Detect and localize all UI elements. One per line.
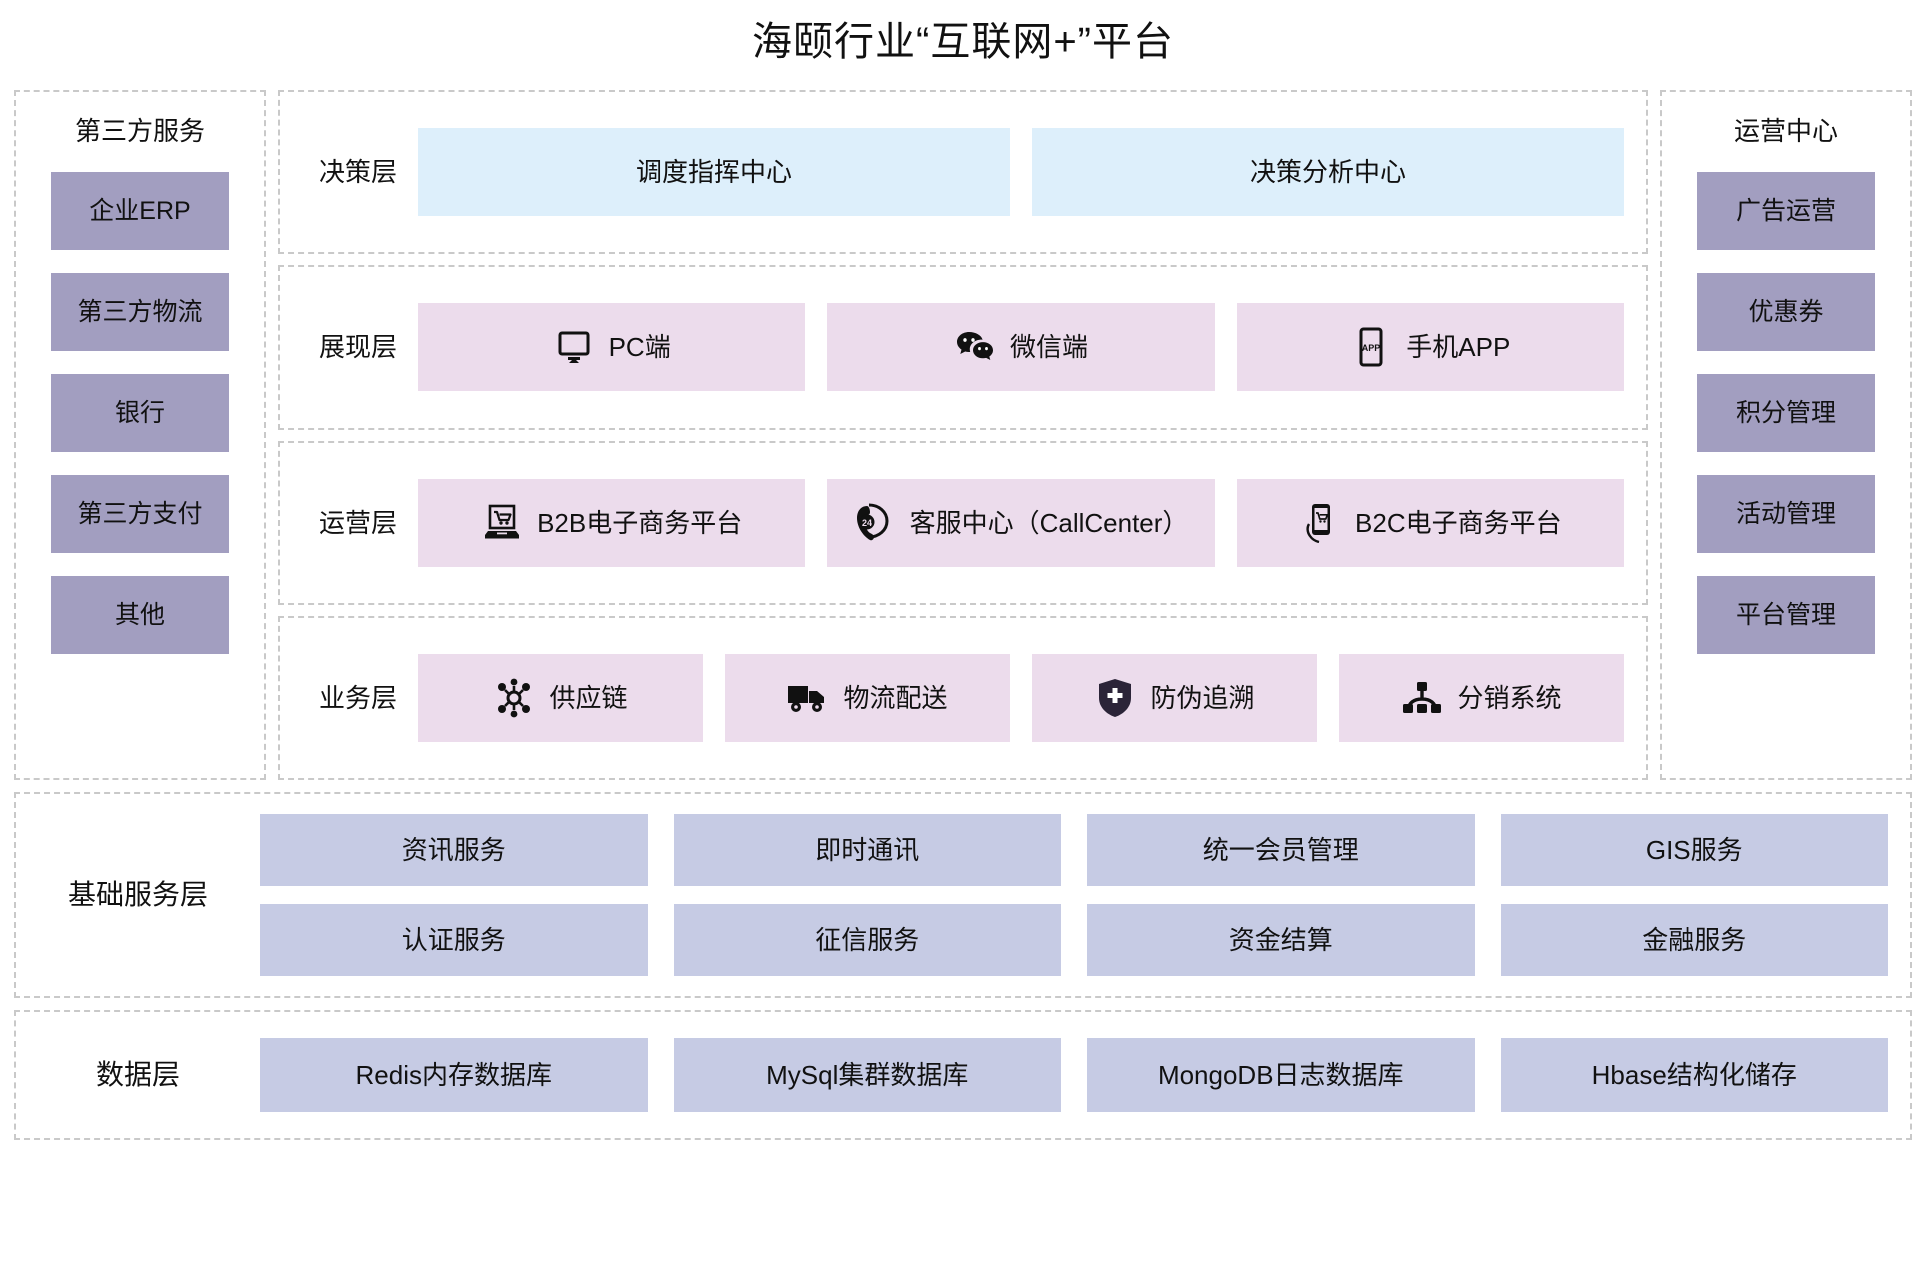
data-layer-grid: Redis内存数据库 MySql集群数据库 MongoDB日志数据库 Hbase… xyxy=(260,1038,1888,1112)
operations-center-panel: 运营中心 广告运营 优惠券 积分管理 活动管理 平台管理 xyxy=(1660,90,1912,780)
svg-text:24: 24 xyxy=(862,518,872,528)
card-label: 微信端 xyxy=(1009,332,1088,363)
third-party-services-panel: 第三方服务 企业ERP 第三方物流 银行 第三方支付 其他 xyxy=(14,90,266,780)
card-pc-client[interactable]: PC端 xyxy=(418,303,806,392)
db-hbase[interactable]: Hbase结构化储存 xyxy=(1500,1038,1888,1112)
card-b2c-platform[interactable]: B2C电子商务平台 xyxy=(1236,478,1624,567)
svc-instant-messaging[interactable]: 即时通讯 xyxy=(673,814,1061,886)
card-call-center[interactable]: 24 客服中心（CallCenter） xyxy=(827,478,1215,567)
third-party-item-other[interactable]: 其他 xyxy=(51,576,229,654)
card-label: B2C电子商务平台 xyxy=(1355,507,1562,538)
layer-operations-cards: B2B电子商务平台 24 客服中心（CallCenter） xyxy=(418,443,1624,603)
page-title: 海颐行业“互联网+”平台 xyxy=(752,20,1174,64)
layer-operations-label: 运营层 xyxy=(318,507,397,538)
svc-unified-member-management[interactable]: 统一会员管理 xyxy=(1087,814,1475,886)
wechat-icon xyxy=(954,326,996,368)
card-label: PC端 xyxy=(608,332,671,363)
card-decision-analysis-center[interactable]: 决策分析中心 xyxy=(1032,128,1624,217)
layer-presentation: 展现层 PC端 xyxy=(278,265,1648,430)
third-party-item-payment[interactable]: 第三方支付 xyxy=(51,475,229,553)
card-label: 物流配送 xyxy=(843,682,948,713)
center-layers: 决策层 调度指挥中心 决策分析中心 展现层 xyxy=(278,90,1648,780)
card-label: 调度指挥中心 xyxy=(635,157,792,188)
card-supply-chain[interactable]: 供应链 xyxy=(418,653,703,742)
distribution-tree-icon xyxy=(1401,677,1443,719)
third-party-services-list: 企业ERP 第三方物流 银行 第三方支付 其他 xyxy=(16,172,264,654)
data-layer: 数据层 Redis内存数据库 MySql集群数据库 MongoDB日志数据库 H… xyxy=(14,1010,1912,1140)
base-service-grid: 资讯服务 即时通讯 统一会员管理 GIS服务 认证服务 征信服务 资金结算 金融… xyxy=(260,814,1888,976)
data-layer-row: Redis内存数据库 MySql集群数据库 MongoDB日志数据库 Hbase… xyxy=(260,1038,1888,1112)
svc-gis-service[interactable]: GIS服务 xyxy=(1500,814,1888,886)
svc-financial-service[interactable]: 金融服务 xyxy=(1500,904,1888,976)
card-dispatch-command-center[interactable]: 调度指挥中心 xyxy=(418,128,1010,217)
svc-news-service[interactable]: 资讯服务 xyxy=(260,814,648,886)
card-label: 分销系统 xyxy=(1457,682,1562,713)
top-region: 第三方服务 企业ERP 第三方物流 银行 第三方支付 其他 决策层 调度指挥中心 xyxy=(0,90,1926,780)
card-label: 手机APP xyxy=(1406,332,1511,363)
supply-chain-icon xyxy=(493,677,535,719)
layer-business: 业务层 xyxy=(278,615,1648,780)
third-party-item-erp[interactable]: 企业ERP xyxy=(51,172,229,250)
base-service-layer-label: 基础服务层 xyxy=(67,879,208,910)
operations-item-coupon[interactable]: 优惠券 xyxy=(1697,273,1875,351)
operations-item-activity-management[interactable]: 活动管理 xyxy=(1697,475,1875,553)
layer-decision-cards: 调度指挥中心 决策分析中心 xyxy=(418,92,1624,252)
card-distribution-system[interactable]: 分销系统 xyxy=(1339,653,1624,742)
truck-icon xyxy=(787,677,829,719)
db-redis[interactable]: Redis内存数据库 xyxy=(260,1038,648,1112)
svg-text:APP: APP xyxy=(1362,343,1381,353)
base-service-row: 资讯服务 即时通讯 统一会员管理 GIS服务 xyxy=(260,814,1888,886)
laptop-cart-icon xyxy=(481,502,523,544)
layer-presentation-cards: PC端 微信端 xyxy=(418,267,1624,427)
operations-center-list: 广告运营 优惠券 积分管理 活动管理 平台管理 xyxy=(1662,172,1910,654)
card-mobile-app[interactable]: APP 手机APP xyxy=(1236,303,1624,392)
layer-decision: 决策层 调度指挥中心 决策分析中心 xyxy=(278,90,1648,255)
card-wechat-client[interactable]: 微信端 xyxy=(827,303,1215,392)
card-b2b-platform[interactable]: B2B电子商务平台 xyxy=(418,478,806,567)
mobile-cart-icon xyxy=(1299,502,1341,544)
layer-business-cards: 供应链 物流配 xyxy=(418,618,1624,778)
card-logistics-delivery[interactable]: 物流配送 xyxy=(725,653,1010,742)
card-anti-counterfeit-trace[interactable]: 防伪追溯 xyxy=(1032,653,1317,742)
mobile-app-icon: APP xyxy=(1350,326,1392,368)
operations-item-ad-operations[interactable]: 广告运营 xyxy=(1697,172,1875,250)
card-label: 决策分析中心 xyxy=(1249,157,1406,188)
layer-operations: 运营层 xyxy=(278,440,1648,605)
card-label: 客服中心（CallCenter） xyxy=(909,507,1189,538)
db-mysql[interactable]: MySql集群数据库 xyxy=(673,1038,1061,1112)
phone-24h-icon: 24 xyxy=(854,502,896,544)
third-party-item-bank[interactable]: 银行 xyxy=(51,374,229,452)
operations-item-points-management[interactable]: 积分管理 xyxy=(1697,374,1875,452)
shield-icon xyxy=(1094,677,1136,719)
layer-business-label: 业务层 xyxy=(318,682,397,713)
svc-authentication-service[interactable]: 认证服务 xyxy=(260,904,648,976)
svc-fund-settlement[interactable]: 资金结算 xyxy=(1087,904,1475,976)
third-party-services-title: 第三方服务 xyxy=(74,116,205,146)
base-service-row: 认证服务 征信服务 资金结算 金融服务 xyxy=(260,904,1888,976)
operations-item-platform-management[interactable]: 平台管理 xyxy=(1697,576,1875,654)
base-service-layer: 基础服务层 资讯服务 即时通讯 统一会员管理 GIS服务 认证服务 征信服务 资… xyxy=(14,792,1912,998)
card-label: B2B电子商务平台 xyxy=(537,507,743,538)
layer-presentation-label: 展现层 xyxy=(318,332,397,363)
card-label: 供应链 xyxy=(549,682,628,713)
db-mongodb[interactable]: MongoDB日志数据库 xyxy=(1087,1038,1475,1112)
third-party-item-logistics[interactable]: 第三方物流 xyxy=(51,273,229,351)
data-layer-label: 数据层 xyxy=(95,1059,180,1090)
monitor-icon xyxy=(553,326,595,368)
svc-credit-service[interactable]: 征信服务 xyxy=(673,904,1061,976)
operations-center-title: 运营中心 xyxy=(1733,116,1838,146)
layer-decision-label: 决策层 xyxy=(318,157,397,188)
card-label: 防伪追溯 xyxy=(1150,682,1255,713)
